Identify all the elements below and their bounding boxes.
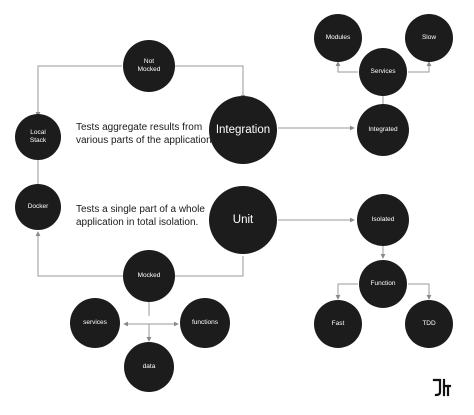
- node-integrated: Integrated: [357, 104, 409, 156]
- integration-description-line-1: Tests aggregate results from: [76, 122, 203, 133]
- unit-description: Tests a single part of a whole applicati…: [76, 203, 205, 229]
- node-modules: Modules: [314, 14, 362, 62]
- unit-description-line-2: application in total isolation.: [76, 217, 199, 228]
- edge-services-to-slow: [408, 61, 432, 73]
- node-slow: Slow: [405, 14, 453, 62]
- edge-function-to-fast: [335, 283, 358, 300]
- node-docker: Docker: [15, 184, 61, 230]
- node-services-integration: Services: [359, 48, 407, 96]
- node-function: Function: [359, 260, 407, 308]
- node-fast: Fast: [314, 300, 362, 348]
- node-unit: Unit: [209, 186, 277, 254]
- node-mocked: Mocked: [123, 250, 175, 302]
- jt-logo-icon: [432, 378, 452, 397]
- node-services-mocked: services: [70, 298, 120, 348]
- edge-function-to-tdd: [408, 283, 432, 300]
- node-functions-mocked: functions: [180, 298, 230, 348]
- node-not-mocked: Not Mocked: [123, 40, 175, 92]
- node-data: data: [124, 342, 174, 392]
- node-isolated: Isolated: [357, 194, 409, 246]
- edge-notmocked-to-localstack: [35, 65, 122, 117]
- node-integration: Integration: [209, 96, 277, 164]
- edge-unit-to-mocked: [174, 256, 244, 277]
- edge-notmocked-to-integration: [174, 65, 246, 100]
- node-tdd: TDD: [405, 300, 453, 348]
- node-local-stack: Local Stack: [15, 114, 61, 160]
- integration-description-line-2: various parts of the application.: [76, 135, 215, 146]
- edge-mocked-to-docker: [35, 231, 124, 277]
- edge-services-to-modules: [335, 61, 358, 73]
- integration-description: Tests aggregate results from various par…: [76, 121, 214, 147]
- unit-description-line-1: Tests a single part of a whole: [76, 204, 205, 215]
